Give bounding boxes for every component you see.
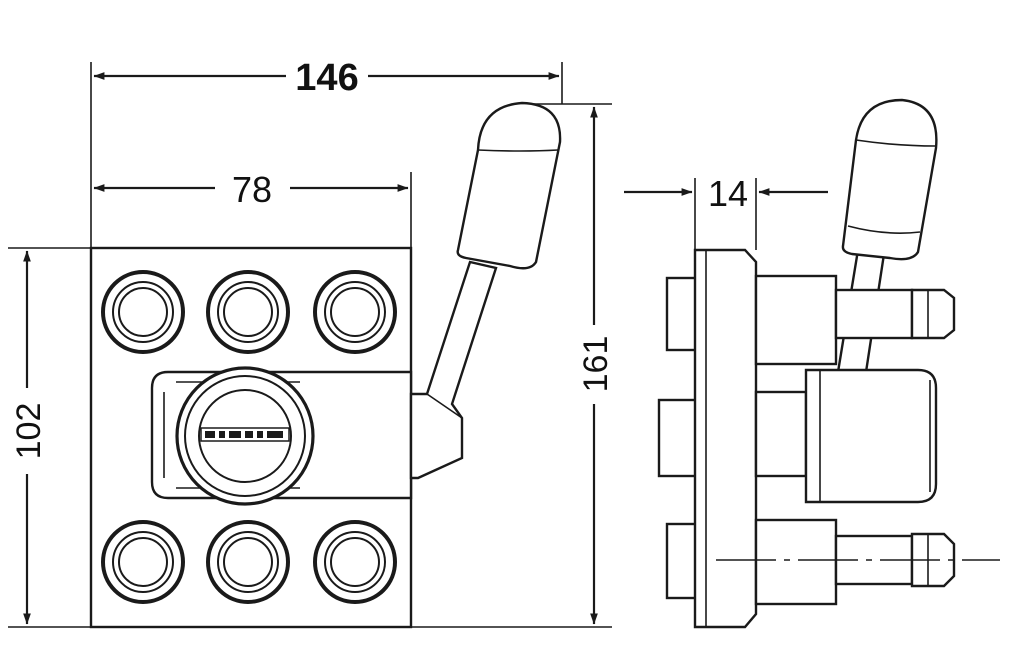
side-plate [693,248,758,629]
dim-label-102: 102 [10,403,48,460]
port-bottom-1 [101,520,185,604]
port-top-2 [206,270,290,354]
side-boss-top [665,276,699,352]
dim-label-161: 161 [577,336,615,393]
dim-label-78: 78 [232,169,272,210]
port-top-3 [313,270,397,354]
selector-label-mark [205,431,283,438]
port-bottom-3 [313,520,397,604]
side-boss-middle [657,398,699,478]
side-fitting-top [754,274,956,366]
dim-label-146: 146 [295,57,358,99]
port-top-1 [101,270,185,354]
side-fitting-bottom [754,518,956,606]
side-selector-body [754,368,938,504]
dim-label-14: 14 [708,173,748,214]
front-view: 146 78 102 161 [8,57,615,629]
side-boss-bottom [665,522,699,600]
lever-handle [409,101,562,480]
side-view: 14 [624,98,1000,629]
port-bottom-2 [206,520,290,604]
selector-housing [150,366,413,506]
